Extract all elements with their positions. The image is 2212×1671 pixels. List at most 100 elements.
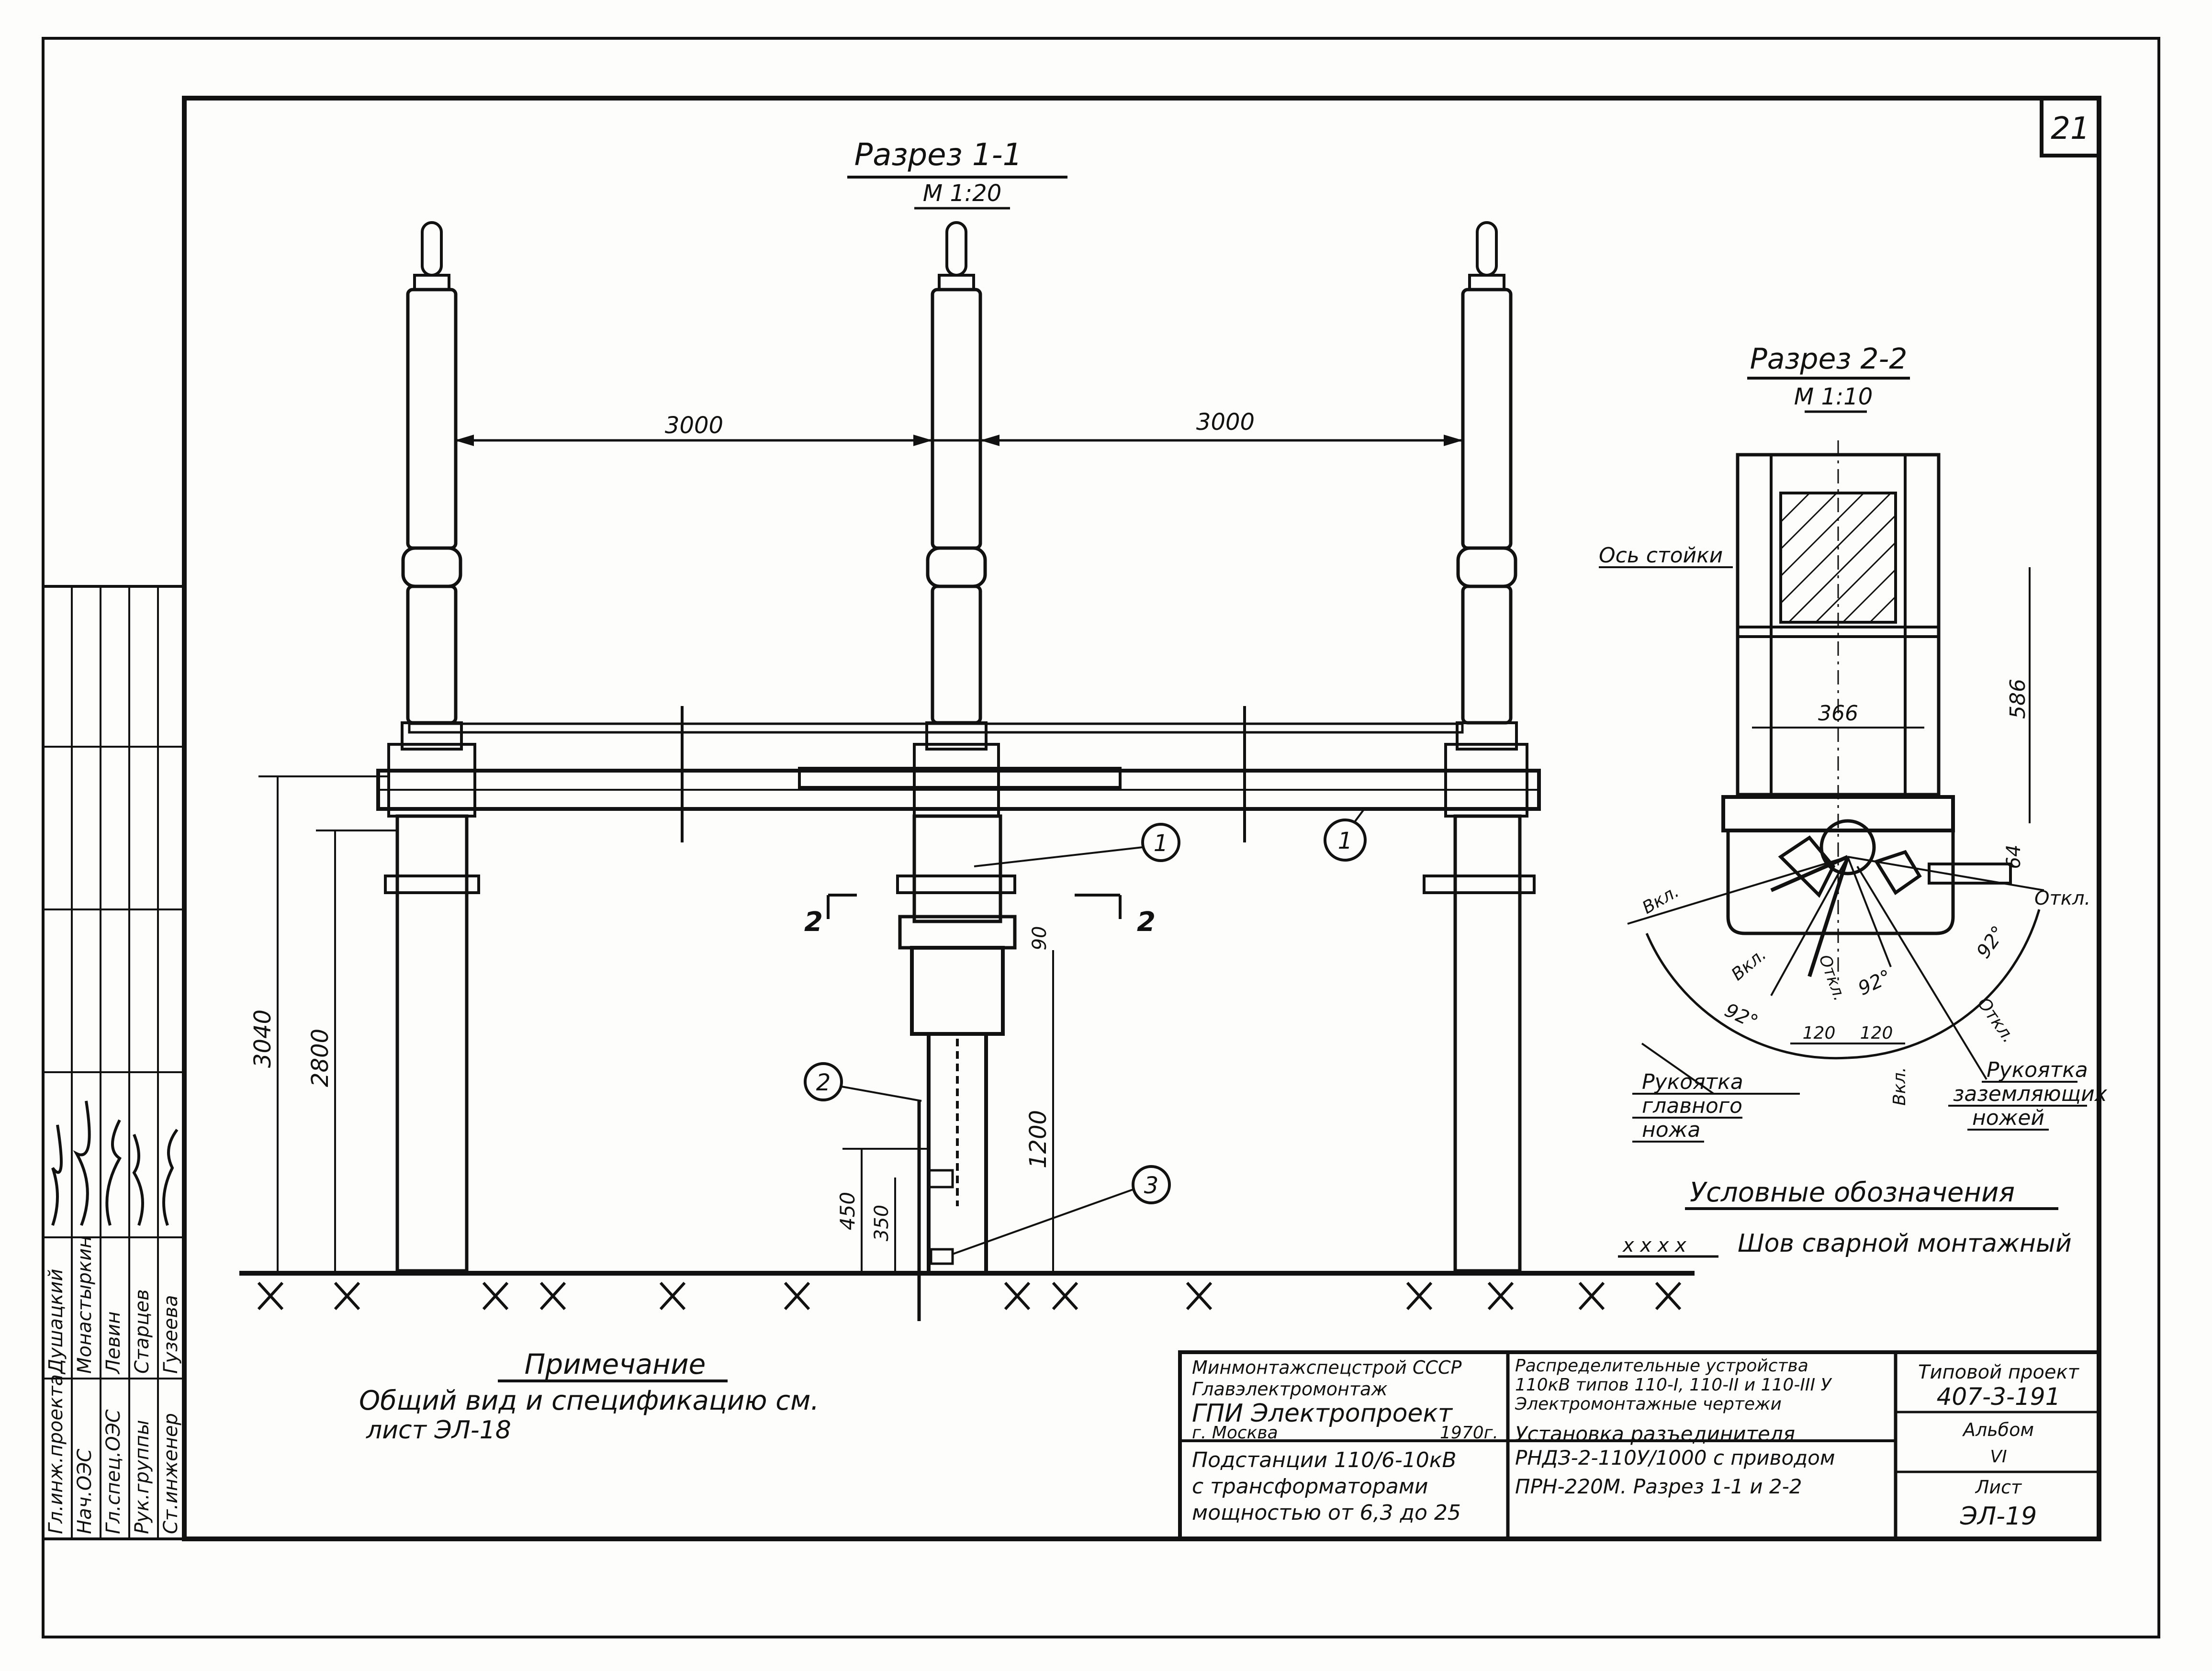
lbl-on-2: Вкл.	[1728, 944, 1770, 984]
angle-right: 92°	[1973, 922, 2010, 962]
section-2-scale: М 1:10	[1794, 383, 1873, 410]
tb-subject1: Подстанции 110/6-10кВ	[1192, 1448, 1457, 1472]
svg-text:заземляющих: заземляющих	[1953, 1082, 2108, 1106]
lbl-off-2: Откл.	[1974, 994, 2019, 1047]
tb-org3: ГПИ Электропроект	[1192, 1399, 1453, 1428]
ground-blade-arc	[1847, 909, 2041, 1059]
stamp-name-5: Гузеева	[160, 1295, 182, 1374]
drive-housing	[1721, 795, 1955, 832]
tb-year: 1970г.	[1440, 1423, 1498, 1443]
note-line-1: Общий вид и спецификацию см.	[359, 1385, 819, 1416]
section-mark-right: 2	[1137, 907, 1156, 938]
section-1-1: Разрез 1-1 М 1:20	[239, 137, 1695, 1321]
dim-3000-left: 3000	[665, 412, 723, 439]
insulator-right	[1456, 221, 1518, 751]
dim-120-right: 120	[1860, 1023, 1893, 1043]
callout-3-label: 3	[1144, 1172, 1159, 1199]
lbl-off-3: Откл.	[1815, 952, 1850, 1003]
tb-album-no: VI	[1990, 1447, 2007, 1467]
tb-album-label: Альбом	[1962, 1419, 2034, 1440]
dim-3040: 3040	[249, 1009, 276, 1068]
post-left	[395, 814, 469, 1273]
title-block: Минмонтажспецстрой СССР Главэлектромонта…	[1178, 1350, 2101, 1541]
stamp-name-3: Левин	[102, 1312, 124, 1375]
section-2-title: Разрез 2-2	[1750, 342, 1908, 376]
tb-subject2: с трансформаторами	[1192, 1474, 1428, 1499]
dim-2800: 2800	[307, 1029, 334, 1087]
inner-frame	[182, 96, 2101, 1541]
ground-hatching	[257, 1281, 1682, 1311]
angle-mid: 92°	[1855, 965, 1895, 1000]
dim-120-left: 120	[1803, 1023, 1836, 1043]
sheet-number: 21	[2051, 111, 2089, 146]
callout-1-beam	[1141, 823, 1180, 862]
section-mark-left: 2	[804, 907, 823, 938]
callout-3	[1132, 1165, 1171, 1204]
post-middle	[912, 814, 1002, 923]
stamp-role-2: Нач.ОЭС	[74, 1449, 96, 1534]
stamp-role-1: Гл.инж.проекта	[45, 1374, 67, 1534]
stamp-role-3: Гл.спец.ОЭС	[102, 1409, 124, 1534]
shaft-sleeve	[798, 767, 1122, 789]
sheet-number-box	[2040, 96, 2101, 157]
dim-586: 586	[2006, 679, 2030, 719]
tb-org2: Главэлектромонтаж	[1192, 1379, 1388, 1400]
drive-box	[910, 946, 1005, 1036]
callout-1-frame	[1324, 819, 1367, 862]
tb-desc5: РНДЗ-2-110У/1000 с приводом	[1515, 1446, 1835, 1469]
dim-350: 350	[871, 1205, 893, 1241]
signatures	[51, 1100, 179, 1226]
legend-symbol: x x x x	[1622, 1234, 1686, 1256]
lbl-on-3: Вкл.	[1890, 1067, 1909, 1106]
tb-project-label: Типовой проект	[1918, 1361, 2080, 1383]
svg-text:ножей: ножей	[1972, 1106, 2044, 1130]
stamp-role-5: Ст.инженер	[160, 1413, 182, 1534]
callout-1-beam-label: 1	[1154, 830, 1168, 857]
tb-city: г. Москва	[1192, 1423, 1278, 1443]
tb-project-no: 407-3-191	[1937, 1383, 2061, 1411]
callout-1-frame-label: 1	[1338, 828, 1353, 854]
stamp-column: Гл.инж.проекта Нач.ОЭС Гл.спец.ОЭС Рук.г…	[42, 585, 186, 1540]
dim-366: 366	[1818, 701, 1858, 726]
stamp-name-1: Душацкий	[45, 1269, 67, 1375]
legend-text: Шов сварной монтажный	[1738, 1229, 2072, 1258]
dim-1200: 1200	[1025, 1110, 1052, 1168]
section-1-title: Разрез 1-1	[854, 137, 1022, 173]
handle-ground-label: Рукоятка заземляющих ножей	[1856, 865, 2108, 1131]
tb-desc1: Распределительные устройства	[1515, 1356, 1808, 1376]
dim-3000-right: 3000	[1196, 409, 1255, 436]
svg-text:главного: главного	[1642, 1094, 1742, 1118]
insulator-left	[401, 221, 463, 751]
lbl-off-1: Откл.	[2034, 887, 2090, 909]
section-2-2: Разрез 2-2 М 1:10 Ось стойки 366 586 64	[1599, 342, 2108, 1143]
section-1-scale: М 1:20	[923, 180, 1001, 207]
tb-subject3: мощностью от 6,3 до 25	[1192, 1501, 1461, 1525]
svg-text:Рукоятка: Рукоятка	[1642, 1070, 1743, 1094]
callout-2-label: 2	[816, 1069, 831, 1096]
lbl-on-1: Вкл.	[1639, 882, 1683, 918]
svg-text:ножа: ножа	[1642, 1118, 1700, 1142]
dim-450: 450	[836, 1192, 859, 1230]
dim-90: 90	[1029, 926, 1051, 951]
stamp-name-2: Монастыркин	[74, 1236, 96, 1374]
insulator-middle	[925, 221, 988, 751]
tb-desc4: Установка разъединителя	[1515, 1422, 1795, 1446]
tb-desc6: ПРН-220М. Разрез 1-1 и 2-2	[1515, 1475, 1802, 1498]
note-line-2: лист ЭЛ-18	[366, 1416, 511, 1445]
callout-2	[804, 1062, 843, 1101]
main-blade-arc	[1645, 933, 1848, 1060]
stamp-role-4: Рук.группы	[131, 1420, 153, 1534]
tb-desc2: 110кВ типов 110-I, 110-II и 110-III У	[1515, 1375, 1832, 1395]
upper-tie-rod	[408, 722, 1464, 734]
tb-sheet-no: ЭЛ-19	[1960, 1502, 2037, 1531]
tb-org1: Минмонтажспецстрой СССР	[1192, 1357, 1461, 1378]
tb-desc3: Электромонтажные чертежи	[1515, 1394, 1782, 1414]
post-right	[1453, 814, 1522, 1273]
axis-label: Ось стойки	[1599, 543, 1723, 568]
note-title: Примечание	[525, 1348, 706, 1380]
legend: Условные обозначения x x x x Шов сварной…	[1618, 1177, 2072, 1258]
stamp-name-4: Старцев	[131, 1289, 153, 1374]
handle-main-label: Рукоятка главного ножа	[1632, 1043, 1800, 1143]
